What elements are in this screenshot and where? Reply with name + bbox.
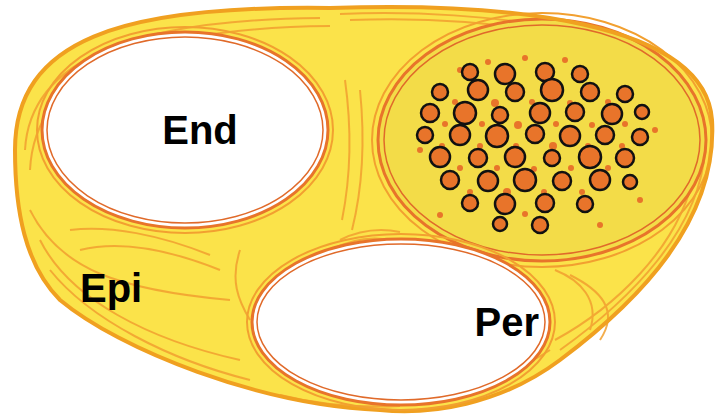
fascicle-fill [42,32,328,228]
perineurium-ring [37,27,333,233]
endoneurium-fascicle: End [35,25,335,235]
fascicle-fill [252,239,550,405]
structure-label: End [162,108,238,152]
structure-label: Epi [80,266,142,310]
perineurium-inner-ring [257,244,545,400]
perineurium-ring [247,234,555,410]
perineurium-fascicle: Per [245,232,557,412]
connective-fibers [25,13,705,407]
structure-label: Per [475,300,540,344]
perineurium-inner-ring [47,37,323,223]
epineurium-border [15,7,712,411]
epineurium-ground [15,7,712,411]
